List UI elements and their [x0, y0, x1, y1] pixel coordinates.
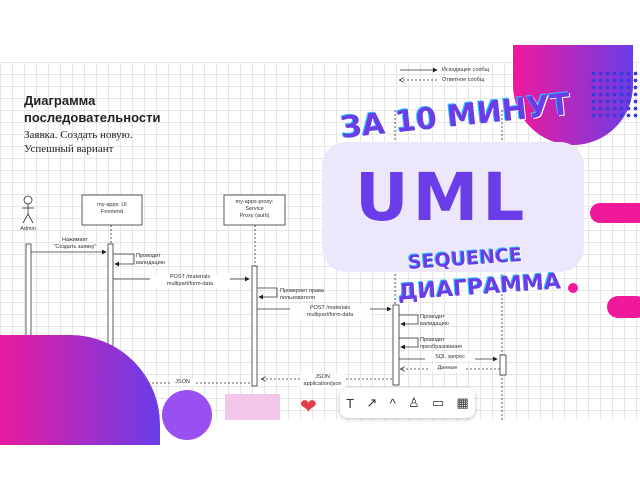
- arrow-tool-icon[interactable]: ↗: [366, 395, 378, 410]
- legend-item: Исходящее сообщ: [442, 67, 490, 73]
- message-label: Нажимает"Создать заявку": [53, 237, 97, 250]
- chevron-up-icon[interactable]: ^: [389, 395, 396, 411]
- overlay-uml: UML: [355, 159, 529, 236]
- decor-pill: [590, 203, 640, 223]
- decor-dots: [590, 70, 640, 120]
- uml-card: [322, 142, 584, 272]
- sticky-note-icon[interactable]: [225, 394, 280, 420]
- diagram-subtitle: Заявка. Создать новую.Успешный вариант: [24, 129, 133, 155]
- decor-dot: [568, 283, 578, 293]
- legend-item: Ответное сообщ: [442, 77, 485, 83]
- decor-circle: [162, 390, 212, 440]
- participant-proxy: [223, 194, 286, 226]
- decor-pill: [607, 296, 640, 318]
- message-label: Данные: [430, 365, 465, 372]
- toolbar: T ↗ ^ ♙ ▭ ▦: [340, 388, 475, 418]
- frame-tool-icon[interactable]: ▭: [431, 395, 445, 410]
- actor-admin-icon: [22, 195, 34, 224]
- stamp-tool-icon[interactable]: ♙: [408, 395, 420, 410]
- participant-frontend: [81, 194, 143, 226]
- message-label: SQL запрос: [425, 354, 475, 361]
- message-label: JSON: [170, 379, 195, 386]
- heart-icon[interactable]: ❤: [300, 396, 317, 418]
- actor-label: Admin: [20, 226, 36, 232]
- text-tool-icon[interactable]: T: [346, 395, 355, 411]
- table-tool-icon[interactable]: ▦: [456, 395, 469, 410]
